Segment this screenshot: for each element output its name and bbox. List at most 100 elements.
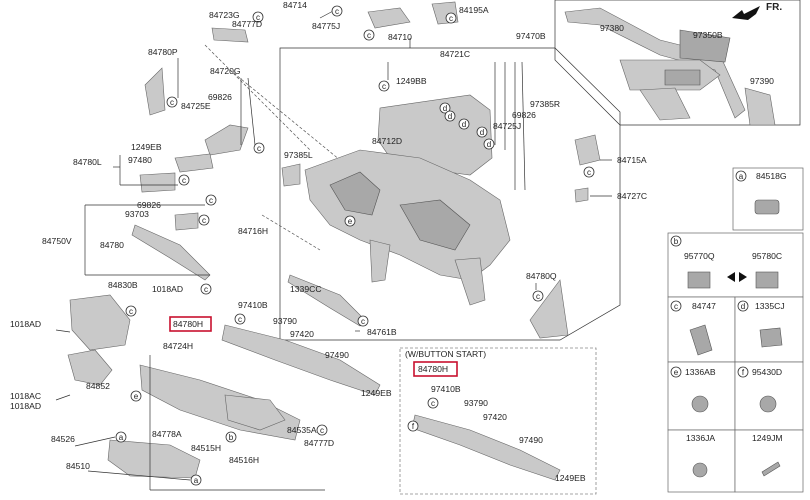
leader-lines [55,58,612,491]
callout-d: d [480,128,484,137]
label-1018AD: 1018AD [10,401,41,411]
grommet-icon [691,395,709,413]
label-93790: 93790 [464,398,488,408]
label-97390: 97390 [750,76,774,86]
label-97420: 97420 [290,329,314,339]
label-97380: 97380 [600,23,624,33]
label-84725E: 84725E [181,101,211,111]
label-1339CC: 1339CC [290,284,322,294]
label-1018AD: 1018AD [152,284,183,294]
legend-code-g: 1336JA [686,433,715,443]
left-side-parts [67,67,381,479]
legend-letter-c: c [674,302,678,311]
legend-letter-b: b [674,237,679,246]
label-84516H: 84516H [229,455,259,465]
callout-c: c [335,7,339,16]
label-84515H: 84515H [191,443,221,453]
callout-c: c [431,399,435,408]
label-84761B: 84761B [367,327,397,337]
label-84712D: 84712D [372,136,402,146]
legend-code-h: 1249JM [752,433,783,443]
label-97490: 97490 [519,435,543,445]
callout-c: c [204,285,208,294]
label-84535A: 84535A [287,425,317,435]
callout-c: c [257,144,261,153]
callout-c: c [129,307,133,316]
callout-c: c [367,31,371,40]
duct-box [554,0,801,126]
legend-code-c: 84747 [692,301,716,311]
callout-c: c [202,216,206,225]
label-97350B: 97350B [693,30,723,40]
callout-c: c [449,14,453,23]
callout-e: e [134,392,139,401]
front-arrow-icon [732,6,760,20]
callout-a: a [119,433,124,442]
label-84727C: 84727C [617,191,647,201]
legend-code-e: 1336AB [685,367,716,377]
label-97410B: 97410B [431,384,461,394]
legend-code-b-left: 95770Q [684,251,715,261]
callout-c: c [536,292,540,301]
label-1249EB: 1249EB [131,142,162,152]
dashboard-assembly [281,94,511,327]
legend-code-f: 95430D [752,367,782,377]
label-84720G: 84720G [210,66,241,76]
legend-code-d: 1335CJ [755,301,785,311]
part-labels: 84714 84723G 84777D 84775J 84195A 84710 … [10,0,782,483]
label-84526: 84526 [51,434,75,444]
legend-letter-f: f [742,368,745,377]
label-97420: 97420 [483,412,507,422]
label-wbutton-start: (W/BUTTON START) [405,349,486,359]
callout-c: c [209,196,213,205]
swap-arrow-icon [727,272,747,282]
legend-letter-d: d [741,302,745,311]
label-84780L: 84780L [73,157,102,167]
label-1018AD: 1018AD [10,319,41,329]
label-69826: 69826 [208,92,232,102]
label-1018AC: 1018AC [10,391,41,401]
label-84195A: 84195A [459,5,489,15]
label-84721C: 84721C [440,49,470,59]
highlight-box [413,361,458,377]
label-84775J: 84775J [312,21,340,31]
label-97470B: 97470B [516,31,546,41]
label-84725J: 84725J [493,121,521,131]
screw-icon [761,461,781,477]
legend-panel [667,167,804,493]
label-84724H: 84724H [163,341,193,351]
label-84715A: 84715A [617,155,647,165]
label-84777D: 84777D [232,19,262,29]
clip-icon [754,199,780,215]
label-84710: 84710 [388,32,412,42]
callout-c: c [587,168,591,177]
callout-c: c [256,13,260,22]
legend-letter-a: a [739,172,744,181]
legend-code-b-right: 95780C [752,251,782,261]
callout-c: c [170,98,174,107]
label-84510: 84510 [66,461,90,471]
label-84830B: 84830B [108,280,138,290]
label-97385R: 97385R [530,99,560,109]
connector-icon [687,271,711,289]
label-84780H-highlighted: 84780H [418,364,448,374]
label-84852: 84852 [86,381,110,391]
legend-letter-e: e [674,368,679,377]
callout-c: c [320,426,324,435]
callout-d: d [443,104,447,113]
label-84723G: 84723G [209,10,240,20]
label-1249BB: 1249BB [396,76,427,86]
label-97410B: 97410B [238,300,268,310]
clip-icon [689,324,713,356]
callout-c: c [361,317,365,326]
callout-c: c [382,82,386,91]
callout-d: d [448,112,452,121]
clip-icon [759,327,783,348]
callout-e: e [348,217,353,226]
callout-d: d [462,120,466,129]
label-1249EB: 1249EB [361,388,392,398]
label-84780: 84780 [100,240,124,250]
connector-icon [755,271,779,289]
callout-circles: c c c c c c c d d d d d c c c c e c c c … [115,5,749,486]
